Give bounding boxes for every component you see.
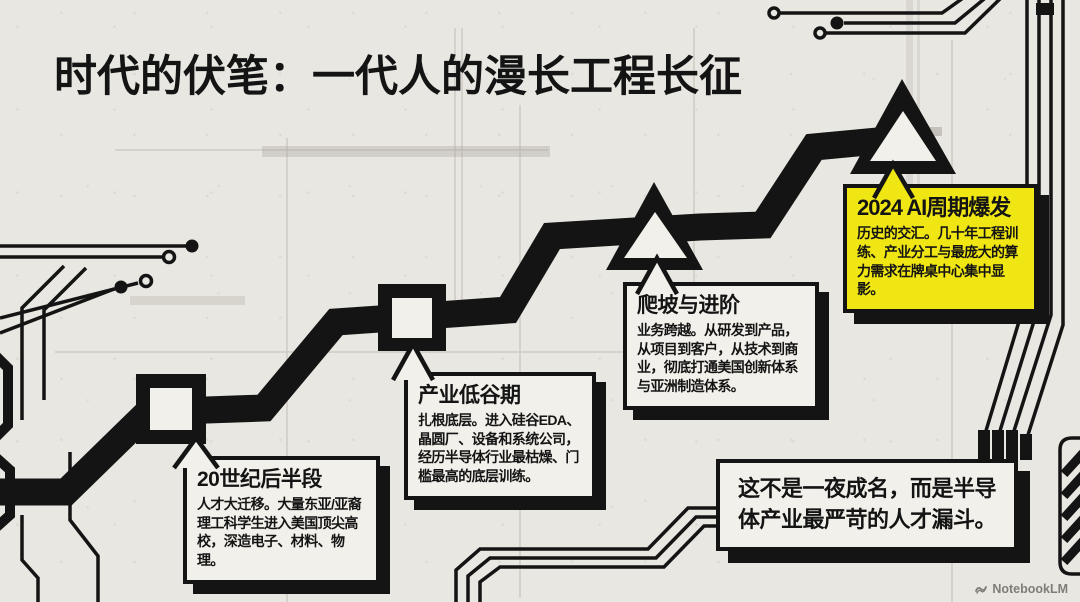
triangle-node-icon: [606, 182, 703, 270]
callout-stage-4-highlight: 2024 AI周期爆发 历史的交汇。几十年工程训练、产业分工与最庞大的算力需求在…: [843, 184, 1038, 313]
solder-ring-icon: [813, 26, 827, 40]
stage-body: 人才大迁移。大量东亚/亚裔理工科学生进入美国顶尖高校，深造电子、材料、物理。: [197, 496, 362, 569]
journey-path: [0, 126, 890, 506]
page-title: 时代的伏笔：一代人的漫长工程长征: [54, 53, 742, 101]
stage-body: 历史的交汇。几十年工程训练、产业分工与最庞大的算力需求在牌桌中心集中显影。: [857, 225, 1018, 298]
stage-title: 2024 AI周期爆发: [857, 195, 1011, 220]
callout-stage-3: 爬坡与进阶 业务跨越。从研发到产品，从项目到客户，从技术到商业，彻底打通美国创新…: [623, 282, 819, 410]
solder-ring-icon: [767, 6, 781, 20]
triangle-peak-icon: [850, 79, 956, 174]
stage-body: 业务跨越。从研发到产品，从项目到客户，从技术到商业，彻底打通美国创新体系与亚洲制…: [637, 322, 798, 395]
circuit-stripes: [1058, 436, 1080, 576]
solder-dot-icon: [185, 239, 199, 253]
watermark: NotebookLM: [974, 582, 1068, 596]
callout-stage-1: 20世纪后半段 人才大迁移。大量东亚/亚裔理工科学生进入美国顶尖高校，深造电子、…: [183, 456, 380, 584]
watermark-label: NotebookLM: [992, 582, 1068, 596]
solder-ring-icon: [138, 273, 154, 289]
stage-title: 20世纪后半段: [197, 468, 322, 491]
notebooklm-logo-icon: [975, 586, 988, 594]
solder-dot-icon: [114, 280, 128, 294]
square-node-icon: [136, 374, 206, 444]
stage-body: 扎根底层。进入硅谷EDA、晶圆厂、设备和系统公司，经历半导体行业最枯燥、门槛最高…: [418, 412, 580, 485]
callout-stage-2: 产业低谷期 扎根底层。进入硅谷EDA、晶圆厂、设备和系统公司，经历半导体行业最枯…: [404, 372, 596, 500]
solder-dot-icon: [830, 16, 844, 30]
stage-title: 产业低谷期: [418, 384, 521, 407]
conclusion-box: 这不是一夜成名，而是半导体产业最严苛的人才漏斗。: [716, 459, 1018, 551]
chip-pins: [978, 430, 1032, 460]
pad-bracket-icon: [0, 352, 13, 441]
square-node-icon: [378, 284, 446, 351]
solder-ring-icon: [161, 249, 177, 265]
circuit-trace-bottom: [454, 506, 717, 602]
stage-title: 爬坡与进阶: [637, 294, 740, 317]
